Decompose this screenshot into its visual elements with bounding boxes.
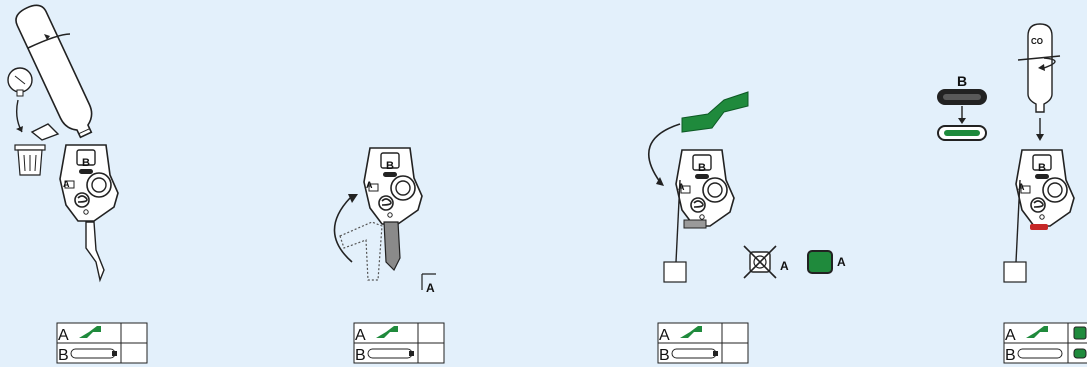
marker-a-label: A: [366, 180, 373, 190]
legend-a-label: A: [1005, 327, 1016, 344]
green-square-icon: [808, 251, 832, 273]
legend-table: [1004, 323, 1087, 363]
legend-table: [658, 323, 748, 363]
legend-b-label: B: [355, 347, 366, 364]
legend-table: [354, 323, 444, 363]
lever: [86, 222, 104, 280]
cap-b-label: B: [698, 162, 706, 174]
legend-b-label: B: [659, 347, 670, 364]
crossed-out-icon: [744, 246, 776, 278]
legend-a-label: A: [659, 327, 670, 344]
legend-a-label: A: [58, 327, 69, 344]
trash-icon: [15, 145, 45, 175]
co2-label: CO: [1031, 37, 1043, 46]
base-square: [1004, 262, 1026, 282]
lever: [384, 222, 400, 270]
bulb-icon: [8, 68, 32, 96]
cap-b-label: B: [957, 73, 967, 89]
panel-1: B A A B: [8, 1, 147, 364]
legend-b-label: B: [58, 347, 69, 364]
cap-b-label: B: [386, 160, 394, 172]
legend-b-label: B: [1005, 347, 1016, 364]
marker-a-label: A: [837, 255, 846, 269]
cap-b-label: B: [1038, 162, 1046, 174]
legend-a-label: A: [355, 327, 366, 344]
cap: [32, 124, 58, 140]
panel-3: B A A A A B: [649, 92, 846, 364]
rotate-arrow: [334, 198, 352, 262]
panel-4: B CO B A A B: [938, 24, 1087, 364]
marker-a-label: A: [780, 259, 789, 273]
rotate-arrow: [649, 124, 680, 182]
lever-ghost: [340, 222, 382, 280]
marker-a-label: A: [63, 179, 70, 189]
marker-a-label: A: [426, 281, 435, 295]
legend-table: [57, 323, 147, 363]
panel-2: B A A A B: [334, 148, 444, 364]
base-square: [664, 262, 686, 282]
cap-b-label: B: [82, 157, 90, 169]
green-part: [682, 92, 748, 132]
